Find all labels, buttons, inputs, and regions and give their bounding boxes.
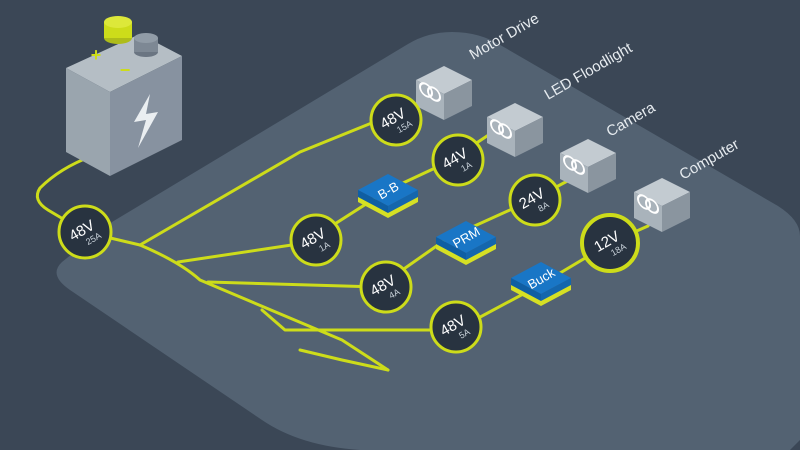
linked-circles-icon	[563, 155, 585, 175]
linked-circles-icon	[490, 119, 512, 139]
motor-drive-load-box	[416, 66, 472, 120]
plus-symbol: +	[91, 45, 102, 65]
battery: + −	[66, 16, 182, 176]
linked-circles-icon	[419, 82, 441, 102]
main-bus-wire	[83, 230, 390, 372]
led-floodlight-output-badge-current: 1A	[459, 160, 474, 174]
battery-left-face	[66, 68, 110, 176]
computer-return-wire	[298, 348, 390, 372]
battery-feed-wire	[35, 154, 94, 234]
led-floodlight-converter: B-B	[358, 174, 418, 218]
camera-load-box	[560, 139, 616, 193]
circuit-board	[56, 32, 800, 450]
camera-converter: PRM	[436, 221, 496, 265]
led-floodlight-load-box	[487, 103, 543, 157]
minus-symbol: −	[120, 60, 131, 80]
computer-load-box	[634, 178, 690, 232]
computer-source-badge-current: 5A	[457, 327, 472, 341]
lightning-bolt-icon	[134, 94, 158, 148]
camera-output-badge-current: 8A	[536, 200, 551, 214]
negative-terminal	[134, 33, 158, 43]
led-floodlight-label: LED Floodlight	[542, 39, 636, 103]
camera-source-badge-current: 4A	[387, 287, 402, 301]
linked-circles-icon	[637, 194, 659, 214]
led-floodlight-source-badge-current: 1A	[317, 240, 332, 254]
computer-converter: Buck	[511, 262, 571, 306]
positive-terminal	[104, 16, 132, 28]
